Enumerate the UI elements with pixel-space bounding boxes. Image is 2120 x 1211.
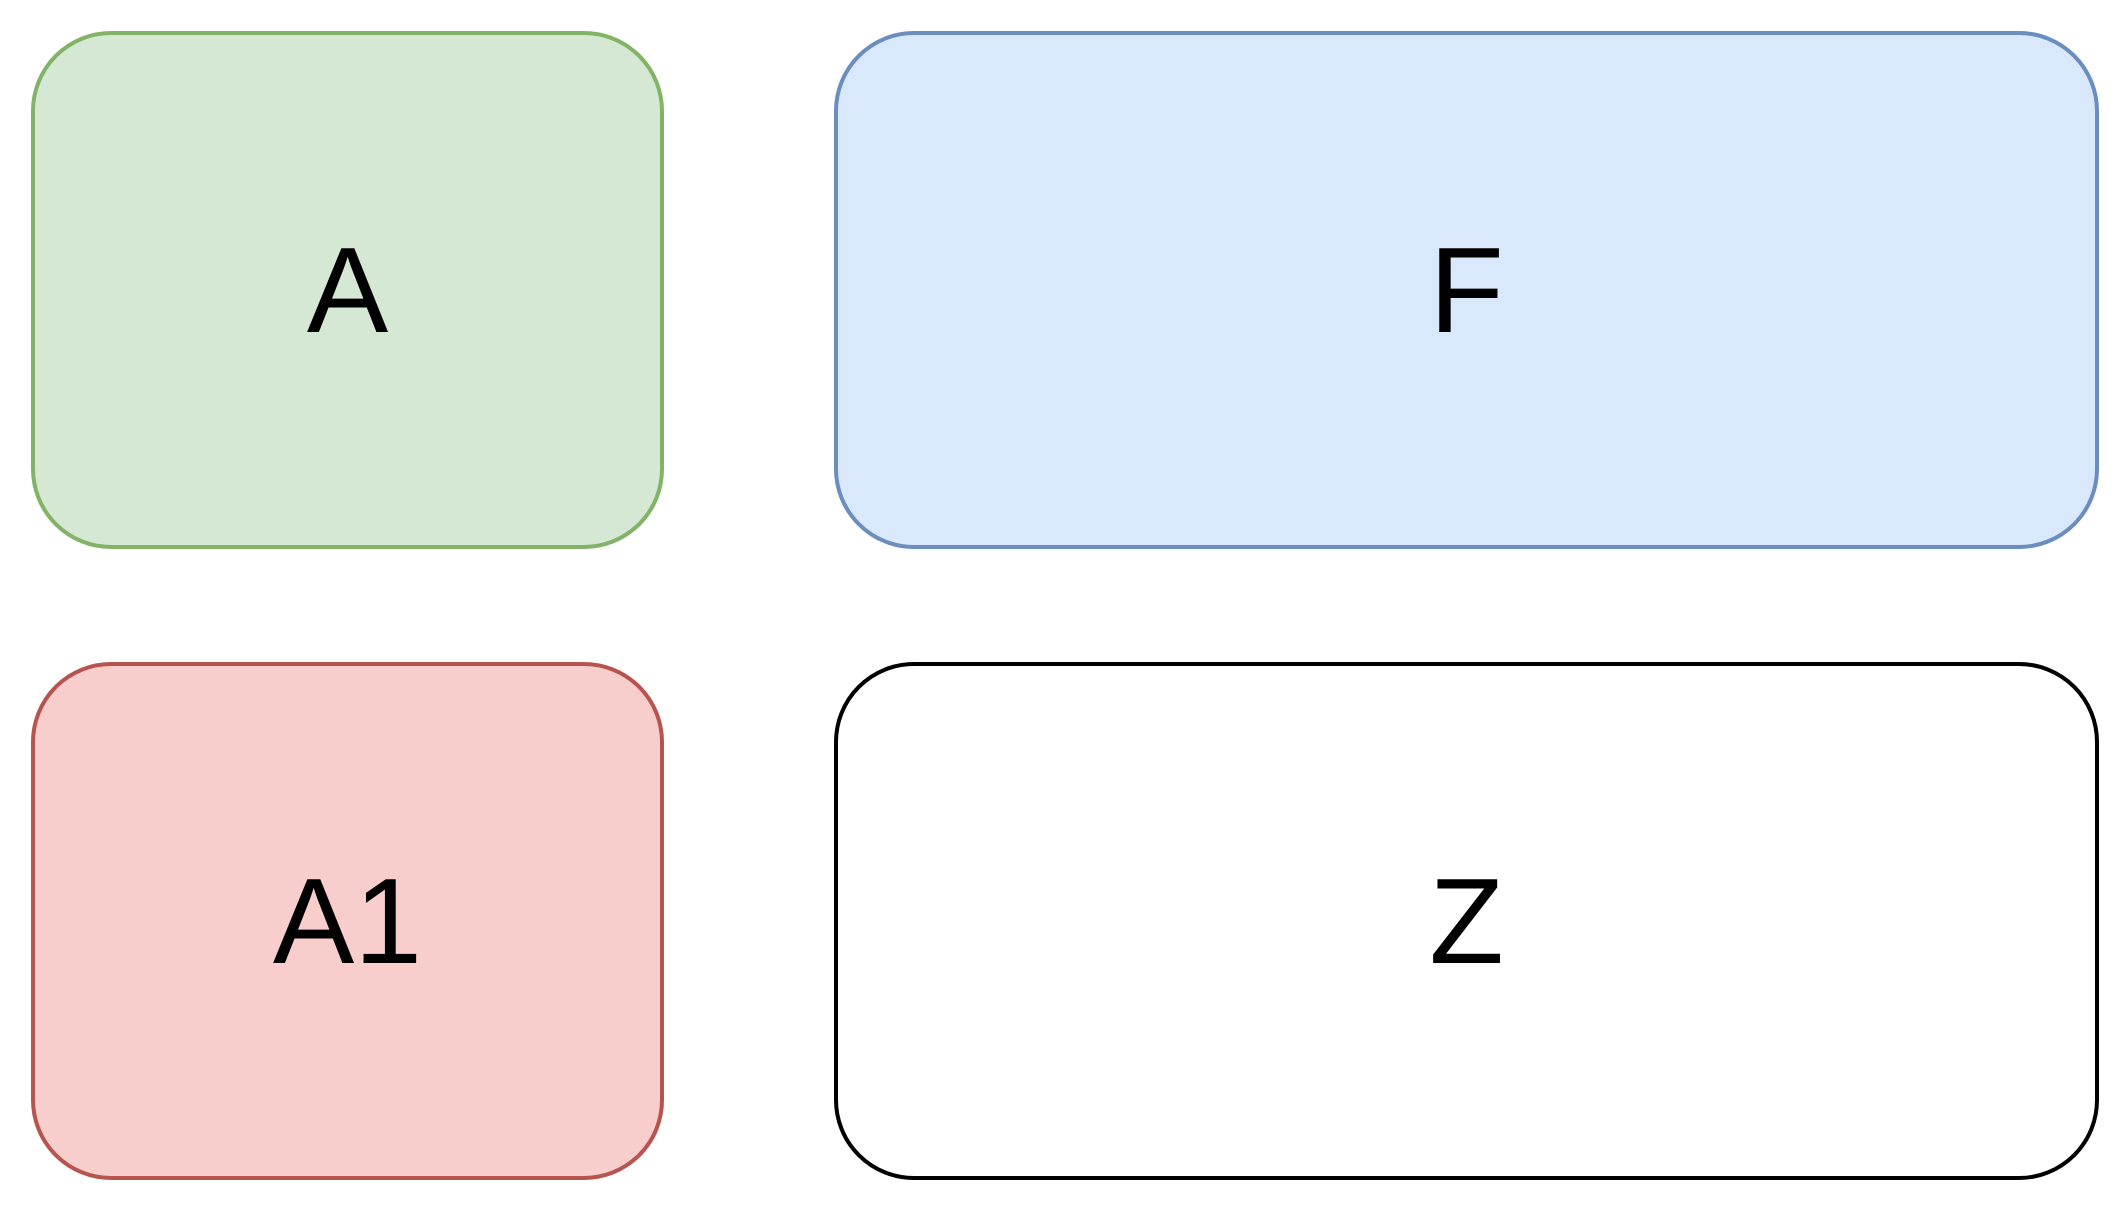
box-a1-label: A1 (272, 853, 423, 989)
box-a-label: A (306, 222, 389, 358)
box-a1[interactable]: A1 (31, 662, 664, 1180)
box-f-label: F (1429, 222, 1504, 358)
box-z[interactable]: Z (834, 662, 2099, 1180)
box-f[interactable]: F (834, 31, 2099, 549)
box-a[interactable]: A (31, 31, 664, 549)
box-z-label: Z (1429, 853, 1504, 989)
